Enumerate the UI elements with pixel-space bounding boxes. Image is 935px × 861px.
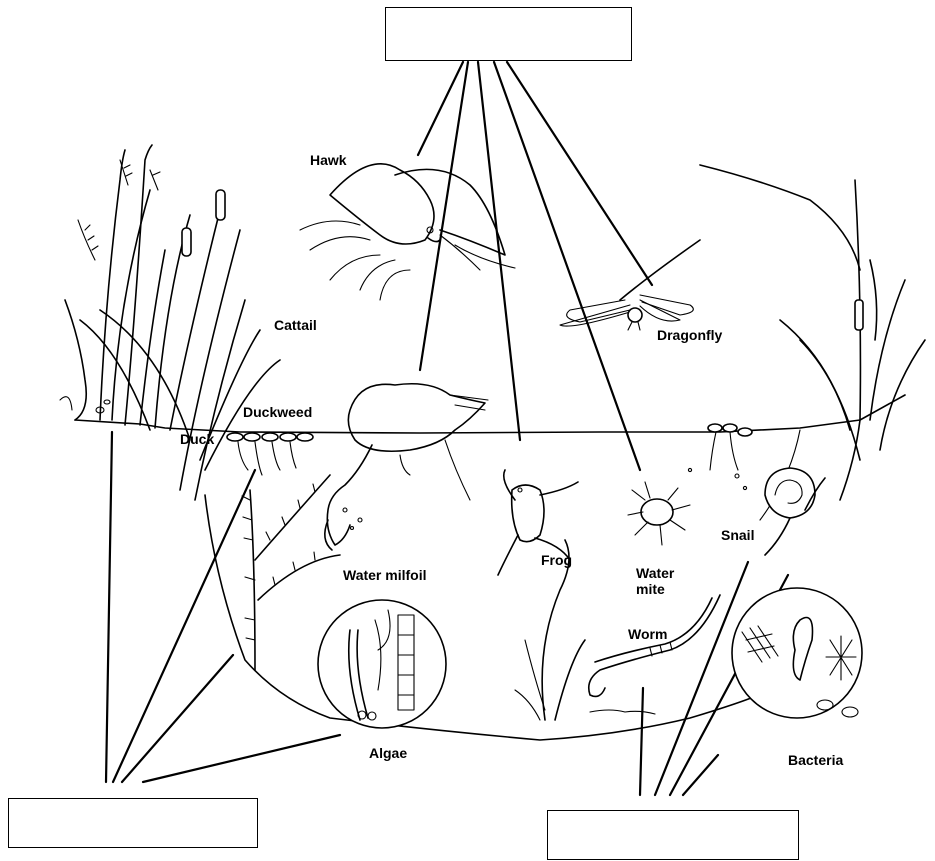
label-bacteria: Bacteria	[788, 752, 843, 768]
bottom-right-answer-box[interactable]	[547, 810, 799, 860]
top-box-connectors	[418, 62, 652, 470]
label-water-milfoil: Water milfoil	[343, 567, 427, 583]
dragonfly-drawing	[560, 240, 700, 330]
cattail-drawing	[60, 145, 280, 500]
duck-drawing	[325, 384, 488, 550]
label-algae: Algae	[369, 745, 407, 761]
label-hawk: Hawk	[310, 152, 347, 168]
algae-circle-drawing	[318, 600, 446, 728]
label-worm: Worm	[628, 626, 667, 642]
snail-drawing	[765, 468, 825, 555]
label-duckweed: Duckweed	[243, 404, 312, 420]
right-reeds-drawing	[700, 165, 925, 500]
bacteria-circle-drawing	[732, 588, 862, 718]
label-snail: Snail	[721, 527, 754, 543]
label-duck: Duck	[180, 431, 214, 447]
water-mite-drawing	[628, 482, 690, 545]
bottom-left-connectors	[106, 432, 340, 782]
bubbles	[688, 468, 746, 489]
label-cattail: Cattail	[274, 317, 317, 333]
top-answer-box[interactable]	[385, 7, 632, 61]
bottom-left-answer-box[interactable]	[8, 798, 258, 848]
hawk-drawing	[300, 164, 515, 300]
label-dragonfly: Dragonfly	[657, 327, 722, 343]
label-frog: Frog	[541, 552, 572, 568]
label-water-mite: Water mite	[636, 565, 678, 597]
